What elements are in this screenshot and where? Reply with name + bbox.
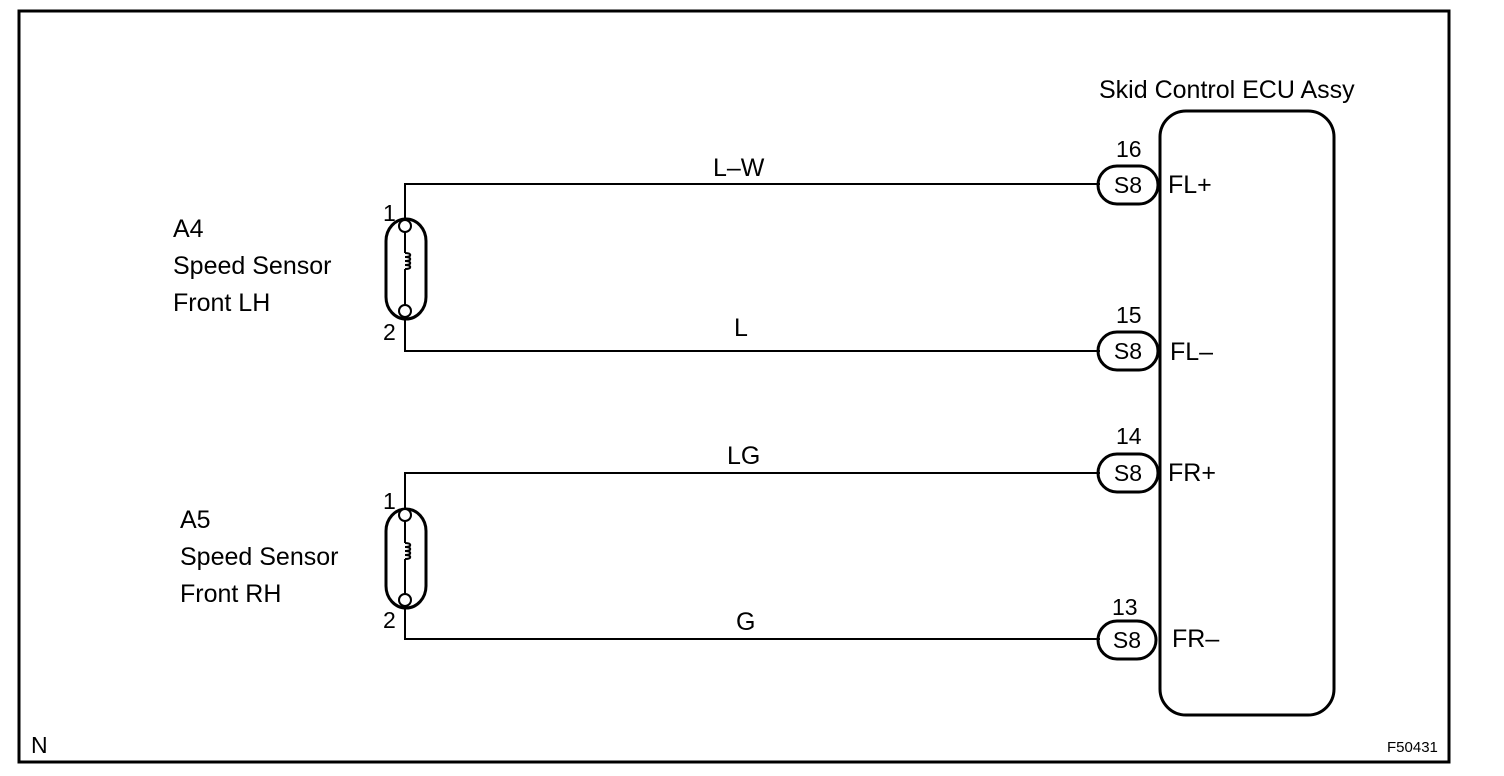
ecu-pin-number: 14: [1116, 423, 1142, 449]
sensor-a5-pin-2: 2: [383, 607, 396, 633]
connector-badge: [1096, 452, 1160, 494]
connector-code: S8: [1114, 460, 1142, 486]
ecu-terminal-fl-plus: 16 S8 FL+: [1096, 136, 1212, 206]
connector-code: S8: [1114, 172, 1142, 198]
connector-code: S8: [1114, 338, 1142, 364]
terminal-a5-2: [398, 593, 412, 607]
terminal-a4-1: [398, 219, 412, 233]
ecu-terminal-name: FR–: [1172, 625, 1219, 653]
sensor-a5-position: Front RH: [180, 580, 281, 608]
sensor-a5-name: Speed Sensor: [180, 543, 338, 571]
connector-badge: [1096, 164, 1160, 206]
connector-badge: [1096, 619, 1158, 661]
ecu-terminal-fr-minus: 13 S8 FR–: [1096, 594, 1219, 661]
diagram-frame: [17, 9, 1451, 764]
figure-id: F50431: [1387, 739, 1438, 756]
connector-code: S8: [1113, 627, 1141, 653]
sensor-a4-pin-2: 2: [383, 319, 396, 345]
sensor-a5-code: A5: [180, 506, 211, 534]
ecu-title: Skid Control ECU Assy: [1099, 76, 1355, 104]
sensor-a5: A5 Speed Sensor Front RH 1 2: [180, 488, 428, 633]
wire-l-w: [404, 183, 1100, 220]
ecu-terminal-name: FL–: [1170, 338, 1213, 366]
wire-color-g: G: [736, 608, 755, 636]
wire-g: [404, 606, 1100, 640]
ecu-terminal-fr-plus: 14 S8 FR+: [1096, 423, 1216, 494]
coil-icon: [404, 542, 412, 560]
ecu-terminal-name: FL+: [1168, 171, 1212, 199]
sensor-a4-position: Front LH: [173, 289, 270, 317]
ecu-pin-number: 16: [1116, 136, 1142, 162]
terminal-a4-2: [398, 304, 412, 318]
wire-lg: [404, 472, 1100, 509]
wire-color-l-w: L–W: [713, 154, 765, 182]
sensor-a4-name: Speed Sensor: [173, 252, 331, 280]
sensor-a4-code: A4: [173, 215, 204, 243]
ecu-pin-number: 13: [1112, 594, 1138, 620]
connector-badge: [1096, 330, 1160, 372]
ecu-pin-number: 15: [1116, 302, 1142, 328]
ecu-terminal-fl-minus: 15 S8 FL–: [1096, 302, 1213, 372]
wire-color-l: L: [734, 314, 748, 342]
ecu-terminal-name: FR+: [1168, 459, 1216, 487]
wire-l: [404, 317, 1100, 352]
sensor-a4-pin-1: 1: [383, 200, 396, 226]
sensor-a5-pin-1: 1: [383, 488, 396, 514]
terminal-a5-1: [398, 508, 412, 522]
ecu-box: [1158, 109, 1336, 717]
corner-mark: N: [31, 732, 48, 758]
wire-color-lg: LG: [727, 442, 760, 470]
coil-icon: [404, 252, 412, 270]
